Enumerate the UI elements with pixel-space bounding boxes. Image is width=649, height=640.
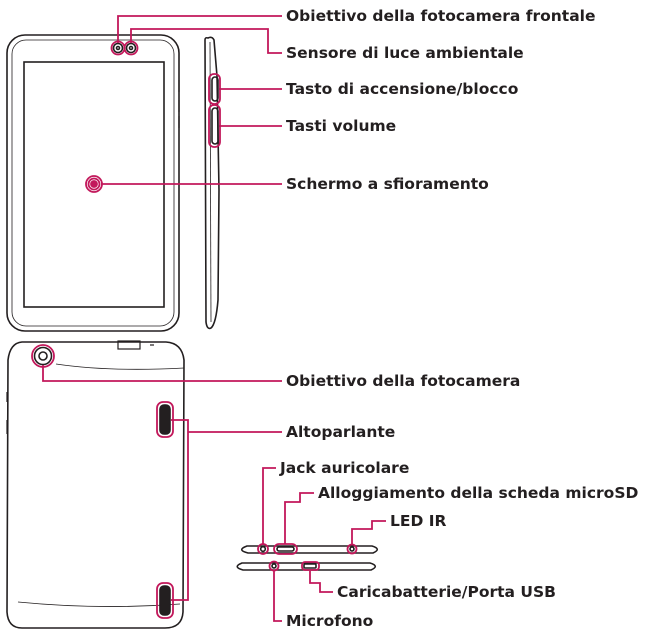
rear-camera-callout xyxy=(42,365,282,382)
speaker-callout xyxy=(171,419,282,601)
microphone-label: Microfono xyxy=(286,612,373,630)
speaker-label: Altoparlante xyxy=(286,423,395,441)
light-sensor-callout xyxy=(130,28,282,54)
rear-camera-label: Obiettivo della fotocamera xyxy=(286,372,520,390)
bottom-edge-view xyxy=(236,562,377,571)
front-camera-label: Obiettivo della fotocamera frontale xyxy=(286,7,596,25)
earphone-jack-callout xyxy=(262,467,276,545)
power-key-label: Tasto di accensione/blocco xyxy=(286,80,518,98)
light-sensor-label: Sensore di luce ambientale xyxy=(286,44,524,62)
touchscreen-label: Schermo a sfioramento xyxy=(286,175,489,193)
ir-led-callout xyxy=(351,520,386,545)
charger-callout xyxy=(309,571,333,593)
microsd-slot-label: Alloggiamento della scheda microSD xyxy=(318,484,638,502)
light-sensor-icon xyxy=(125,42,137,54)
speaker-grille-icon xyxy=(159,404,171,616)
ir-led-label: LED IR xyxy=(390,512,446,530)
microphone-callout xyxy=(273,571,282,622)
front-camera-callout xyxy=(117,15,282,43)
microsd-callout xyxy=(284,492,314,544)
front-camera-icon xyxy=(112,42,124,54)
top-edge-view xyxy=(240,545,379,554)
earphone-jack-label: Jack auricolare xyxy=(279,459,409,477)
charger-usb-label: Caricabatterie/Porta USB xyxy=(337,583,556,601)
rear-camera-icon xyxy=(33,346,53,366)
volume-keys-label: Tasti volume xyxy=(286,117,396,135)
side-device-body xyxy=(204,36,220,330)
